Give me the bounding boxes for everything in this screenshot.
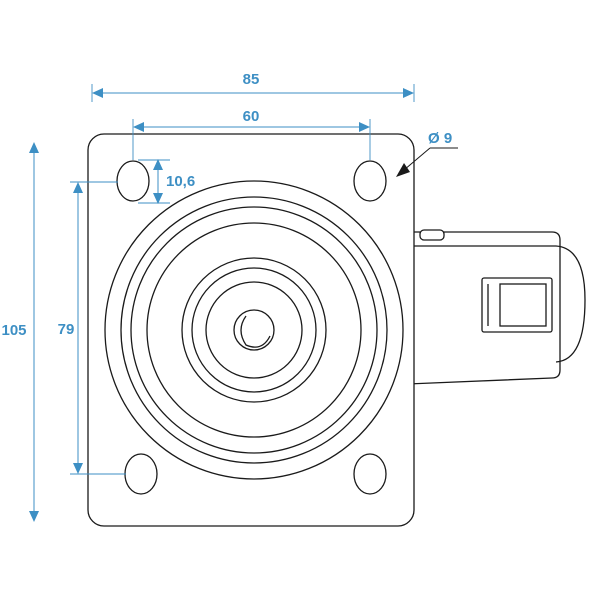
hole-top-left [116,160,150,202]
ring-6 [191,267,317,393]
wheel-rim [555,245,586,363]
brake-housing [407,229,586,385]
hole-bottom-right [353,453,387,495]
dim-slot-length: 10,6 [138,159,195,204]
hole-top-right [353,160,387,202]
label-overall-height: 105 [1,322,26,339]
brake-pedal [481,277,553,333]
ring-2 [120,196,388,464]
ring-3 [130,206,378,454]
fork-bolt [419,229,445,241]
mounting-plate [87,133,415,527]
dim-hole-spacing-horizontal: 60 [132,108,371,160]
label-overall-width: 85 [243,71,260,88]
label-hole-spacing-horizontal: 60 [243,108,260,125]
dim-overall-width: 85 [91,71,415,102]
label-hole-diameter: Ø 9 [428,130,452,147]
dim-hole-spacing-vertical: 79 [58,181,126,475]
center-bore [233,309,275,351]
label-hole-spacing-vertical: 79 [58,321,75,338]
brake-pedal-inner [499,283,547,327]
center-bore-inner [240,315,271,348]
ring-4 [146,222,362,438]
bearing-rings [104,180,404,480]
ring-7 [205,281,303,379]
ring-outer [104,180,404,480]
dim-overall-height: 105 [1,142,39,522]
dim-hole-diameter: Ø 9 [396,130,458,177]
ring-5 [181,257,327,403]
label-slot-length: 10,6 [166,173,195,190]
